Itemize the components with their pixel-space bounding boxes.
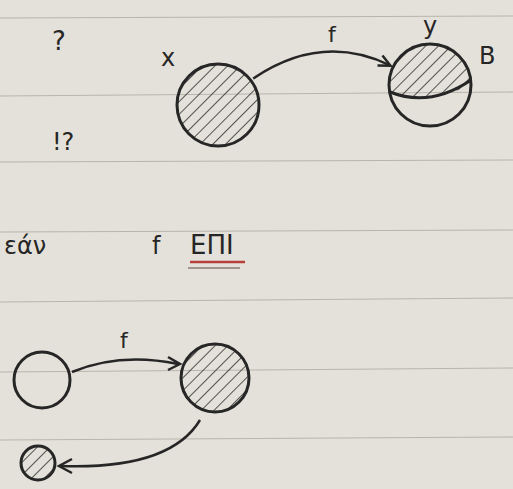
note-text: ΕΠΙ: [190, 232, 234, 258]
mapping-arrow: [253, 52, 390, 79]
set-label: B: [479, 44, 495, 68]
set-label: y: [423, 14, 437, 38]
set-circle: yB: [389, 44, 471, 126]
note-text: !?: [52, 130, 74, 154]
note-text: f: [120, 330, 128, 352]
edge-label: f: [328, 24, 336, 46]
set-circle: x: [177, 64, 259, 146]
set-label: x: [161, 46, 175, 70]
note-text: f: [152, 234, 160, 258]
note-text: ?: [52, 28, 66, 54]
note-text: εάν: [4, 234, 46, 258]
